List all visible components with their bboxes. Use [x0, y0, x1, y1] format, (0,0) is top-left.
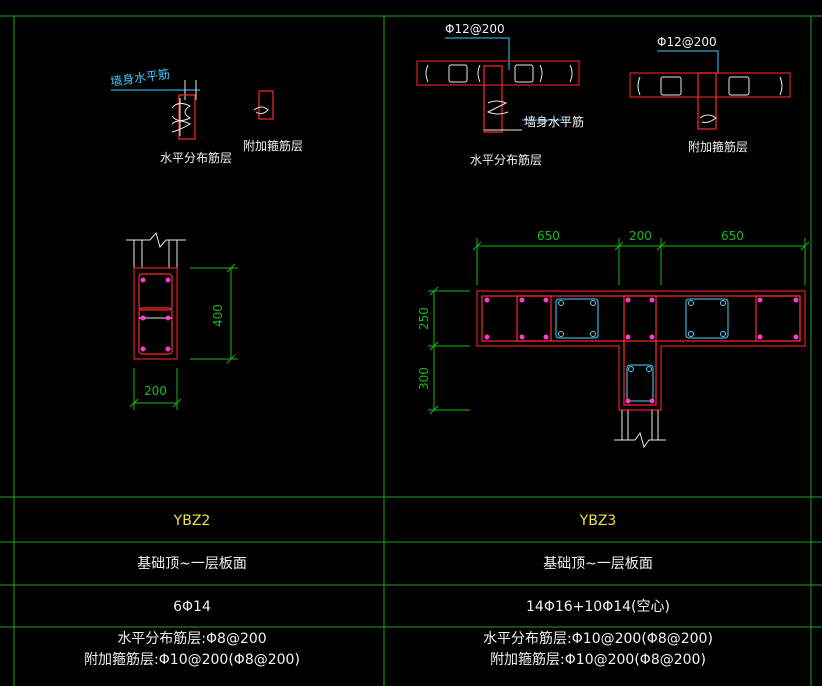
- ybz2-stirrup-line2: 附加箍筋层:Φ10@200(Φ8@200): [84, 651, 300, 668]
- detail2-additional-layer-label: 附加箍筋层: [688, 139, 748, 154]
- ybz2-name: YBZ2: [173, 513, 211, 529]
- right-detail-2: Φ12@200 附加箍筋层: [629, 35, 791, 154]
- table-text: YBZ2 YBZ3 基础顶~一层板面 基础顶~一层板面 6Φ14 14Φ16+1…: [84, 513, 713, 668]
- ybz3-stirrup-line1: 水平分布筋层:Φ10@200(Φ8@200): [483, 630, 713, 647]
- ybz2-stirrup-line1: 水平分布筋层:Φ8@200: [117, 630, 266, 647]
- ybz2-section: 400 200: [126, 231, 238, 410]
- ybz3-dim-side-bottom: 300: [417, 367, 431, 390]
- ybz3-longitudinal: 14Φ16+10Φ14(空心): [526, 599, 670, 615]
- ybz3-elevation: 基础顶~一层板面: [543, 555, 653, 572]
- ybz3-rebars: [484, 297, 799, 404]
- ybz3-stirrup-line2: 附加箍筋层:Φ10@200(Φ8@200): [490, 651, 706, 668]
- ybz2-rebars: [140, 277, 171, 352]
- ybz3-dim-side-top: 250: [417, 307, 431, 330]
- ybz3-dim-top-right: 650: [721, 229, 744, 243]
- ybz3-dim-top-mid: 200: [629, 229, 652, 243]
- detail2-spec-label: Φ12@200: [657, 35, 717, 49]
- ybz3-dim-top-left: 650: [537, 229, 560, 243]
- legend-horizontal-layer-label: 水平分布筋层: [160, 150, 232, 165]
- ybz2-longitudinal: 6Φ14: [173, 599, 211, 615]
- detail1-wall-horizontal-label: 墙身水平筋: [524, 114, 584, 129]
- legend-additional-layer-label: 附加箍筋层: [243, 138, 303, 153]
- detail1-spec-label: Φ12@200: [445, 22, 505, 36]
- table-grid: [0, 15, 822, 686]
- ybz3-section: 650 200 650 250 300: [417, 229, 810, 449]
- right-detail-1: Φ12@200 墙身水平筋 水平分布筋层: [416, 22, 584, 167]
- ybz2-dim-height: 400: [211, 304, 225, 327]
- ybz2-elevation: 基础顶~一层板面: [137, 555, 247, 572]
- ybz3-name: YBZ3: [579, 513, 617, 529]
- ybz2-dim-width: 200: [144, 384, 167, 398]
- detail1-horizontal-layer-label: 水平分布筋层: [470, 152, 542, 167]
